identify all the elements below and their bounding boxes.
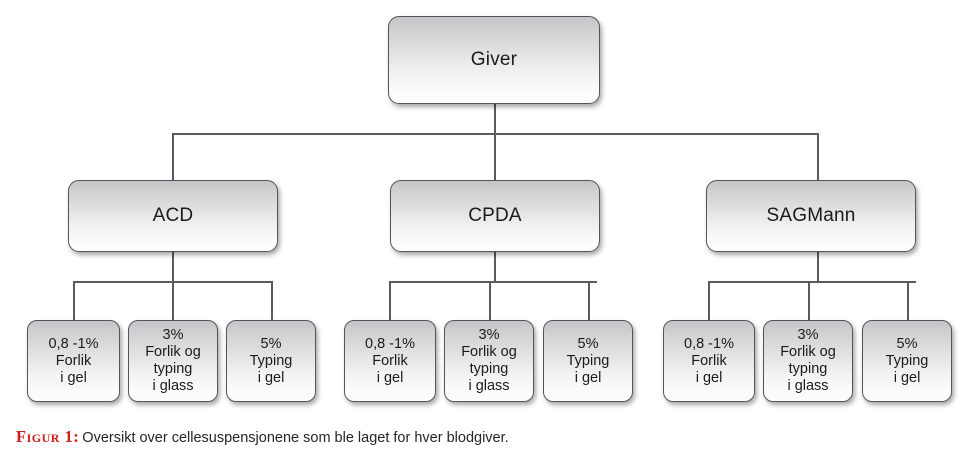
node-branch-sagmann[interactable]: SAGMann xyxy=(706,180,916,252)
connector-cpda-leaf-drop-1 xyxy=(389,281,391,321)
node-root-giver[interactable]: Giver xyxy=(388,16,600,104)
connector-sagmann-leaf-drop-1 xyxy=(708,281,710,321)
node-leaf-label: 5% Typing i gel xyxy=(885,335,929,386)
node-branch-cpda[interactable]: CPDA xyxy=(390,180,600,252)
connector-branch-drop-cpda xyxy=(494,133,496,181)
connector-acd-leaf-drop-1 xyxy=(73,281,75,321)
node-leaf-label: 3% Forlik og typing i glass xyxy=(780,327,836,394)
connector-cpda-bus xyxy=(389,281,597,283)
node-branch-label: ACD xyxy=(152,205,194,226)
node-leaf-label: 3% Forlik og typing i glass xyxy=(461,327,517,394)
node-leaf-label: 0,8 -1% Forlik i gel xyxy=(365,335,415,386)
connector-branch-drop-acd xyxy=(172,133,174,181)
connector-acd-leaf-drop-3 xyxy=(271,281,273,321)
node-leaf-cpda-2[interactable]: 3% Forlik og typing i glass xyxy=(444,320,534,402)
node-branch-acd[interactable]: ACD xyxy=(68,180,278,252)
connector-branch-drop-sagmann xyxy=(817,133,819,181)
connector-cpda-stem xyxy=(494,252,496,282)
connector-sagmann-stem xyxy=(817,252,819,282)
figure-caption-text: Oversikt over cellesuspensjonene som ble… xyxy=(82,430,509,446)
node-leaf-label: 0,8 -1% Forlik i gel xyxy=(684,335,734,386)
node-leaf-acd-3[interactable]: 5% Typing i gel xyxy=(226,320,316,402)
node-leaf-acd-2[interactable]: 3% Forlik og typing i glass xyxy=(128,320,218,402)
figure-caption-label: Figur 1: xyxy=(16,427,80,446)
connector-sagmann-leaf-drop-3 xyxy=(907,281,909,321)
node-leaf-sagmann-1[interactable]: 0,8 -1% Forlik i gel xyxy=(663,320,755,402)
node-leaf-acd-1[interactable]: 0,8 -1% Forlik i gel xyxy=(27,320,120,402)
node-branch-label: CPDA xyxy=(468,205,522,226)
connector-cpda-leaf-drop-3 xyxy=(588,281,590,321)
node-root-label: Giver xyxy=(470,49,518,70)
node-leaf-label: 5% Typing i gel xyxy=(249,335,293,386)
connector-root-stem xyxy=(494,104,496,134)
node-leaf-sagmann-3[interactable]: 5% Typing i gel xyxy=(862,320,952,402)
node-leaf-cpda-3[interactable]: 5% Typing i gel xyxy=(543,320,633,402)
connector-acd-leaf-drop-2 xyxy=(172,281,174,321)
node-leaf-label: 3% Forlik og typing i glass xyxy=(145,327,201,394)
figure-caption: Figur 1:Oversikt over cellesuspensjonene… xyxy=(16,428,946,447)
connector-acd-stem xyxy=(172,252,174,282)
node-branch-label: SAGMann xyxy=(766,205,856,226)
node-leaf-sagmann-2[interactable]: 3% Forlik og typing i glass xyxy=(763,320,853,402)
connector-sagmann-leaf-drop-2 xyxy=(808,281,810,321)
connector-cpda-leaf-drop-2 xyxy=(489,281,491,321)
connector-sagmann-bus xyxy=(708,281,916,283)
node-leaf-label: 5% Typing i gel xyxy=(566,335,610,386)
node-leaf-label: 0,8 -1% Forlik i gel xyxy=(48,335,99,386)
node-leaf-cpda-1[interactable]: 0,8 -1% Forlik i gel xyxy=(344,320,436,402)
